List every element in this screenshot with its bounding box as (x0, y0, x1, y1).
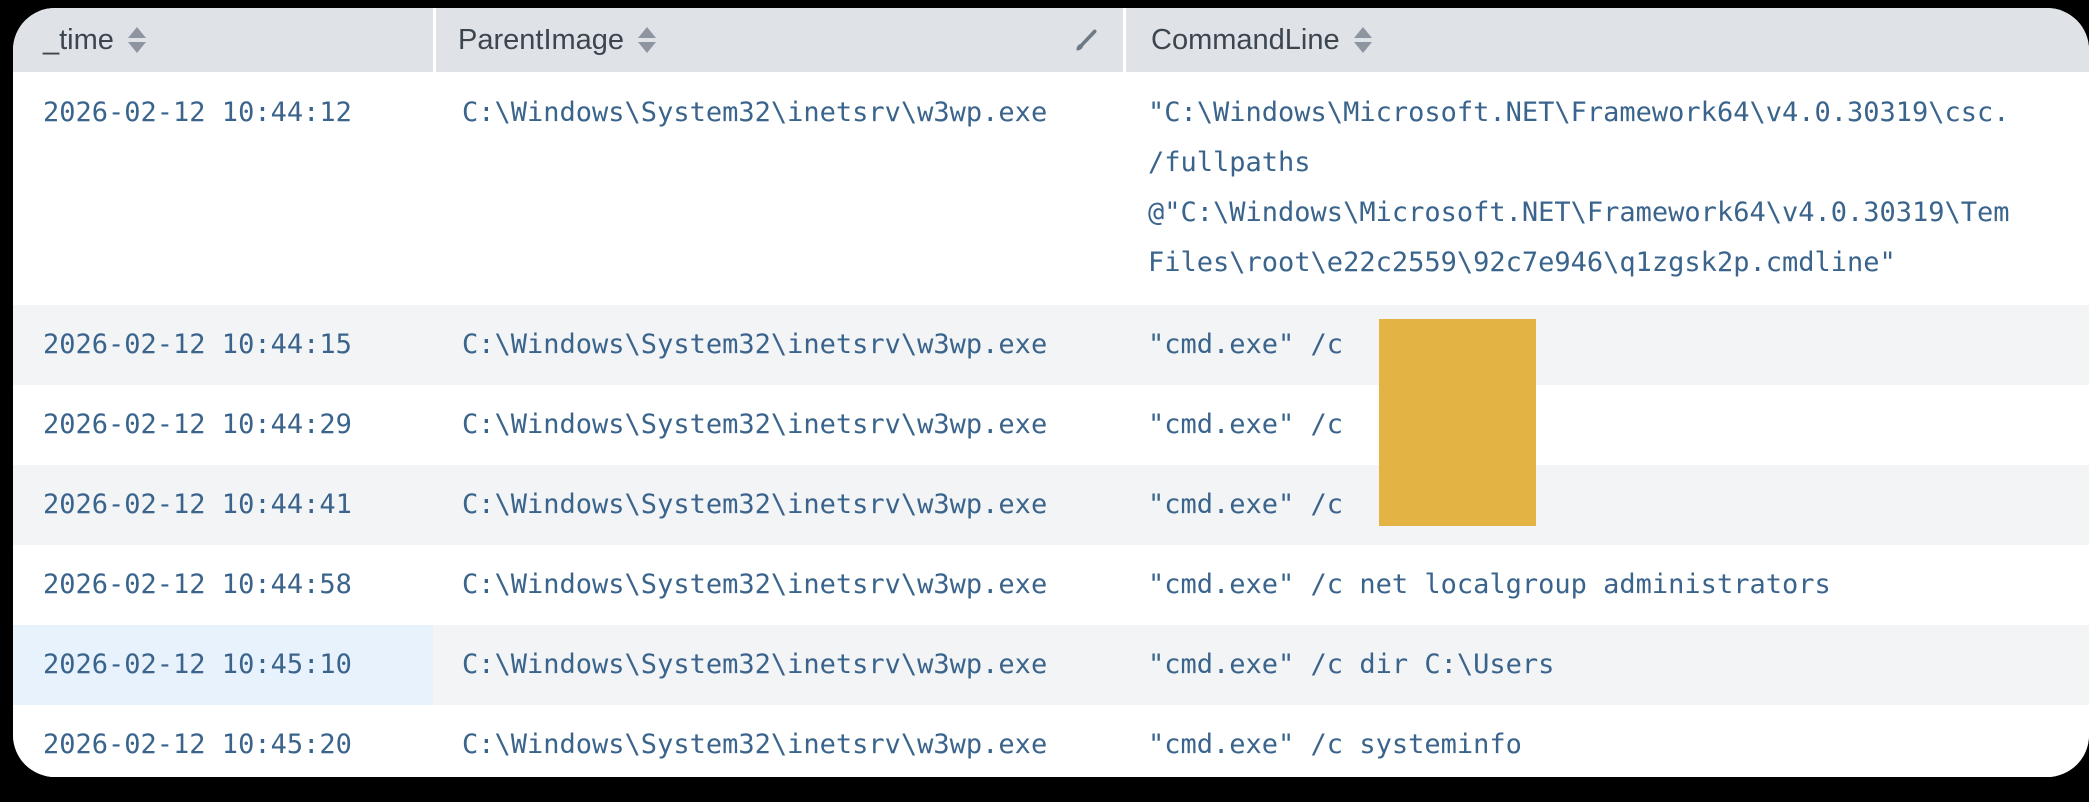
parent-image-cell[interactable]: C:\Windows\System32\inetsrv\w3wp.exe (462, 489, 1048, 520)
table-row: 2026-02-12 10:44:12 C:\Windows\System32\i… (13, 72, 2089, 305)
sort-arrows-icon[interactable] (127, 27, 146, 53)
table-header: _time ParentImage CommandLine (13, 8, 2089, 72)
parent-image-cell[interactable]: C:\Windows\System32\inetsrv\w3wp.exe (462, 649, 1048, 680)
time-cell[interactable]: 2026-02-12 10:45:20 (43, 729, 352, 760)
command-line-cell[interactable]: "cmd.exe" /c dir C:\Users (1123, 640, 2089, 690)
command-line-cell[interactable]: "cmd.exe" /c (1123, 320, 2089, 370)
command-line-text: "cmd.exe" /c (1148, 329, 1344, 360)
command-line-text: "cmd.exe" /c (1148, 489, 1344, 520)
parent-image-cell[interactable]: C:\Windows\System32\inetsrv\w3wp.exe (462, 569, 1048, 600)
table-row: 2026-02-12 10:44:58 C:\Windows\System32\i… (13, 545, 2089, 625)
column-header-parentimage[interactable]: ParentImage (433, 8, 1123, 72)
command-line-text: "C:\Windows\Microsoft.NET\Framework64\v4… (1148, 97, 2010, 128)
command-line-text: "cmd.exe" /c systeminfo (1148, 729, 1522, 760)
sort-arrows-icon[interactable] (638, 27, 657, 53)
command-line-cell[interactable]: "cmd.exe" /c (1123, 480, 2089, 530)
command-line-text: /fullpaths (1148, 147, 1311, 178)
command-line-cell[interactable]: "cmd.exe" /c net localgroup administrato… (1123, 560, 2089, 610)
command-line-text: "cmd.exe" /c net localgroup administrato… (1148, 569, 1831, 600)
time-cell[interactable]: 2026-02-12 10:44:41 (43, 489, 352, 520)
column-header-parentimage-label: ParentImage (458, 23, 625, 56)
column-header-commandline-label: CommandLine (1151, 23, 1340, 56)
paintbrush-format-icon[interactable] (1074, 27, 1100, 53)
table-row: 2026-02-12 10:44:15 C:\Windows\System32\i… (13, 305, 2089, 385)
command-line-cell[interactable]: "cmd.exe" /c (1123, 400, 2089, 450)
parent-image-cell[interactable]: C:\Windows\System32\inetsrv\w3wp.exe (462, 729, 1048, 760)
table-row: 2026-02-12 10:44:29 C:\Windows\System32\i… (13, 385, 2089, 465)
column-header-commandline[interactable]: CommandLine (1123, 8, 2089, 72)
table-row: 2026-02-12 10:45:20 C:\Windows\System32\i… (13, 705, 2089, 777)
time-cell[interactable]: 2026-02-12 10:44:12 (43, 97, 352, 128)
table-row: 2026-02-12 10:44:41 C:\Windows\System32\i… (13, 465, 2089, 545)
parent-image-cell[interactable]: C:\Windows\System32\inetsrv\w3wp.exe (462, 329, 1048, 360)
command-line-text: Files\root\e22c2559\92c7e946\q1zgsk2p.cm… (1148, 247, 1896, 278)
command-line-text: "cmd.exe" /c dir C:\Users (1148, 649, 1555, 680)
results-table-card: _time ParentImage CommandLine 2026-02-12… (13, 8, 2089, 777)
table-row: 2026-02-12 10:45:10 C:\Windows\System32\i… (13, 625, 2089, 705)
command-line-text: "cmd.exe" /c (1148, 409, 1344, 440)
command-line-cell[interactable]: "cmd.exe" /c systeminfo (1123, 720, 2089, 770)
column-header-time-label: _time (43, 23, 114, 56)
time-cell[interactable]: 2026-02-12 10:44:29 (43, 409, 352, 440)
column-header-time[interactable]: _time (13, 8, 433, 72)
time-cell[interactable]: 2026-02-12 10:45:10 (13, 625, 433, 705)
command-line-text: @"C:\Windows\Microsoft.NET\Framework64\v… (1148, 197, 2010, 228)
time-cell[interactable]: 2026-02-12 10:44:58 (43, 569, 352, 600)
command-line-cell[interactable]: "C:\Windows\Microsoft.NET\Framework64\v4… (1123, 72, 2089, 305)
sort-arrows-icon[interactable] (1353, 27, 1372, 53)
parent-image-cell[interactable]: C:\Windows\System32\inetsrv\w3wp.exe (462, 97, 1048, 128)
time-cell[interactable]: 2026-02-12 10:44:15 (43, 329, 352, 360)
redaction-box (1379, 319, 1536, 526)
parent-image-cell[interactable]: C:\Windows\System32\inetsrv\w3wp.exe (462, 409, 1048, 440)
